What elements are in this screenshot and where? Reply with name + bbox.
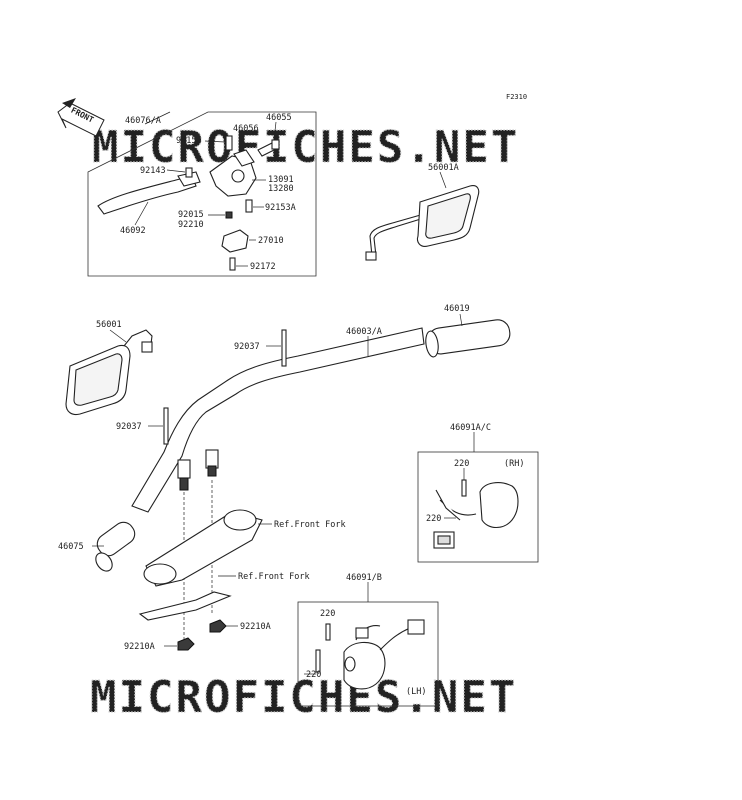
label-bolt-46055: 46055 [266,113,292,123]
side-label-lh: (LH) [406,687,426,697]
label-grip-right: 46019 [444,304,470,314]
front-arrow-icon: FRONT [57,98,105,137]
side-label-rh: (RH) [504,459,524,469]
label-plate-13280: 13280 [268,184,294,194]
left-switch-group: 46091/B (LH) 220 220 [297,573,439,707]
right-mirror: 56001A [365,163,480,261]
label-washer-92015: 92015 [178,210,204,220]
right-grip: 46019 [425,304,511,358]
label-nut-92210: 92210 [178,220,204,230]
lever-assembly-group: 46076/A 46092 92143 92153 46056 46055 13… [87,111,317,277]
label-clamp-bolt-upper: 92037 [234,342,260,352]
handlebar-tube [131,327,425,513]
label-bracket-46056: 46056 [233,124,259,134]
left-mirror: 56001 [65,320,153,416]
handlebar: 46003/A [131,327,425,513]
label-screw-lh-top: 220 [320,609,335,619]
watermark-top: MICROFICHES.NET [92,122,519,173]
label-grip-left: 46075 [58,542,84,552]
label-switch-left: 46091/B [346,573,382,583]
label-screw-rh-bottom: 220 [426,514,441,524]
fork-clamp: Ref.Front Fork Ref.Front Fork [138,480,346,640]
left-grip: 46075 [58,521,136,572]
label-clamp-27010: 27010 [258,236,284,246]
label-clamp-bolt-lower: 92037 [116,422,142,432]
fork-nuts: 92210A 92210A [124,619,271,652]
figure-code: F2310 [506,93,527,101]
label-screw-lh-bottom: 220 [306,670,321,680]
label-lever-46092: 46092 [120,226,146,236]
lever-assembly-frame [87,111,317,277]
label-nut-92210a-right: 92210A [240,622,271,632]
label-screw-rh-top: 220 [454,459,469,469]
right-switch-frame [417,451,539,563]
right-switch-group: 46091A/C (RH) 220 220 [417,423,539,563]
ref-label-fork-lower: Ref.Front Fork [238,572,310,582]
label-nut-92210a-left: 92210A [124,642,155,652]
label-switch-right: 46091A/C [450,423,491,433]
label-bolt-92153: 92153 [176,136,202,146]
label-pin-92143: 92143 [140,166,166,176]
label-bolt-92172: 92172 [250,262,276,272]
label-handlebar: 46003/A [346,327,382,337]
label-nut-13091: 13091 [268,175,294,185]
lever-clamp [221,229,249,253]
watermark-bottom: MICROFICHES.NET [90,672,517,723]
label-mirror-left: 56001 [96,320,122,330]
clamp-bolts: 92037 92037 [116,329,287,445]
ref-label-fork-upper: Ref.Front Fork [274,520,346,530]
label-lever-assembly: 46076/A [125,116,161,126]
label-mirror-right: 56001A [428,163,459,173]
label-screw-92153a: 92153A [265,203,296,213]
